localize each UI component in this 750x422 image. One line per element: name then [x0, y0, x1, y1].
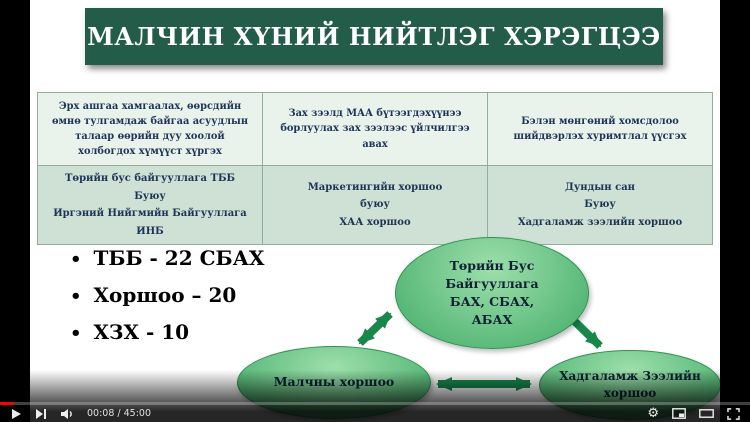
diagram-node-ngo: Төрийн Бус Байгууллага БАХ, СБАХ, АБАХ: [395, 237, 589, 349]
solution-line: Дундын сан: [565, 181, 635, 193]
solution-line: Буюу: [134, 190, 166, 202]
solution-cell-fund: Дундын сан Буюу Хадгаламж зээлийн хоршоо: [487, 165, 713, 245]
fullscreen-button[interactable]: [727, 407, 740, 421]
play-icon: [12, 408, 21, 419]
bullet-list: ТББ - 22 СБАХ Хоршоо – 20 ХЗХ - 10: [70, 246, 350, 357]
solution-line: Төрийн бус байгууллага ТББ: [64, 173, 236, 184]
needs-table: Эрх ашгаа хамгаалах, өөрсдийн өмнө тулга…: [37, 92, 713, 245]
fullscreen-icon: [727, 407, 740, 420]
bullet-item: Хоршоо – 20: [70, 283, 350, 307]
slide-title-banner: МАЛЧИН ХҮНИЙ НИЙТЛЭГ ХЭРЭГЦЭЭ: [85, 8, 663, 65]
slide-title: МАЛЧИН ХҮНИЙ НИЙТЛЭГ ХЭРЭГЦЭЭ: [87, 22, 661, 51]
solutions-row: Төрийн бус байгууллага ТББ Буюу Иргэний …: [37, 165, 713, 245]
gear-icon: ⚙: [647, 406, 659, 421]
volume-icon: [61, 408, 72, 419]
progress-bar[interactable]: [0, 402, 750, 405]
letterbox-left: [0, 0, 30, 422]
bullet-item: ХЗХ - 10: [70, 320, 350, 344]
player-controls: 00:08 / 45:00 ⚙: [0, 405, 750, 422]
diagram-node-ngo-label: Төрийн Бус Байгууллага БАХ, СБАХ, АБАХ: [445, 257, 539, 328]
slide-canvas: МАЛЧИН ХҮНИЙ НИЙТЛЭГ ХЭРЭГЦЭЭ Эрх ашгаа …: [30, 0, 721, 422]
next-button[interactable]: [35, 407, 47, 421]
miniplayer-button[interactable]: [672, 407, 686, 421]
player-gradient: [0, 370, 750, 422]
theater-button[interactable]: [699, 407, 714, 421]
miniplayer-icon: [672, 408, 686, 419]
volume-button[interactable]: [60, 407, 74, 421]
controls-right: ⚙: [647, 407, 740, 421]
need-cell-savings: Бэлэн мөнгөний хомсдолоо шийдвэрлэх хури…: [487, 92, 713, 166]
time-display: 00:08 / 45:00: [87, 408, 151, 419]
next-icon: [36, 408, 46, 419]
progress-played: [0, 402, 14, 405]
play-button[interactable]: [10, 407, 22, 421]
need-cell-market: Зах зээлд МАА бүтээгдэхүүнээ борлуулах з…: [262, 92, 488, 166]
solution-line: Иргэний Нийгмийн Байгууллага ИНБ: [53, 208, 247, 237]
solution-line: буюу: [360, 199, 390, 211]
letterbox-right: [720, 0, 750, 422]
needs-row: Эрх ашгаа хамгаалах, өөрсдийн өмнө тулга…: [37, 92, 713, 166]
solution-line: Маркетингийн хоршоо: [307, 181, 443, 193]
solution-line: Буюу: [584, 199, 616, 211]
solution-cell-marketing-coop: Маркетингийн хоршоо буюу ХАА хоршоо: [262, 165, 488, 245]
bullet-item: ТББ - 22 СБАХ: [70, 246, 350, 270]
controls-left: 00:08 / 45:00: [10, 407, 151, 421]
settings-button[interactable]: ⚙: [647, 407, 659, 421]
theater-icon: [699, 409, 714, 418]
solution-line: Хадгаламж зээлийн хоршоо: [517, 216, 683, 228]
solution-cell-ngo: Төрийн бус байгууллага ТББ Буюу Иргэний …: [37, 165, 263, 245]
need-cell-rights: Эрх ашгаа хамгаалах, өөрсдийн өмнө тулга…: [37, 92, 263, 166]
solution-line: ХАА хоршоо: [339, 216, 411, 228]
